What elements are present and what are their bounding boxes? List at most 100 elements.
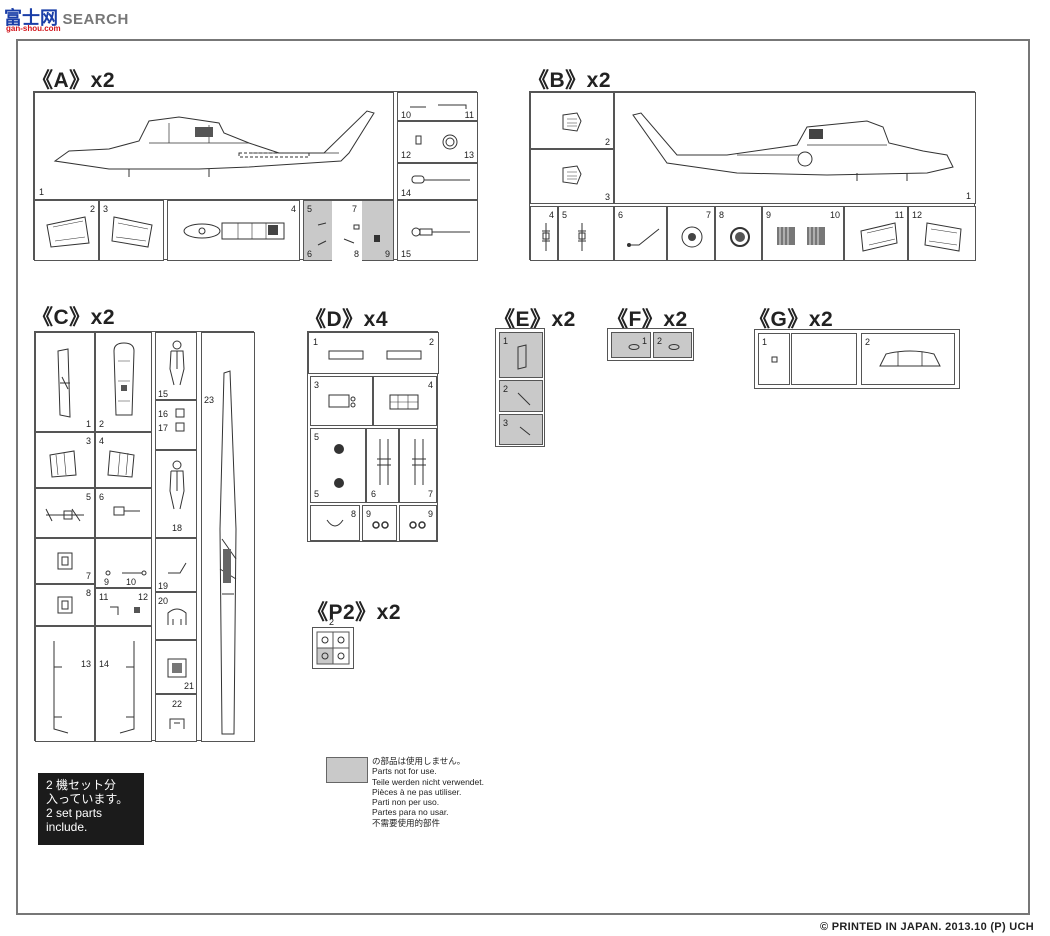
part-number: 14 [99,659,110,669]
part-icon [627,228,660,247]
part-c9-c10-cell: 9 10 [95,538,152,588]
part-number: 8 [354,249,360,259]
part-d4-cell: 4 [373,376,437,426]
legend-line: の部品は使用しません。 [372,756,466,766]
rotor-blade-icon [219,370,237,735]
helicopter-fuselage-left-icon [53,110,375,177]
part-c14-cell: 14 [95,626,152,742]
part-number: 12 [401,150,412,160]
part-number: 5 [314,489,320,499]
part-number: 2 [99,419,105,429]
legend-line: Teile werden nicht verwendet. [372,776,484,787]
part-number: 5 [562,210,568,220]
section-p2-title: 《P2》x2 [307,601,402,624]
part-number: 9 [766,210,772,220]
legend-line: Pièces à ne pas utiliser. [372,786,462,797]
sprue-e: 1 2 3 [495,328,545,447]
part-icon [334,444,344,488]
sprue-a: 1 2 3 4 5 6 7 8 9 10 11 12 13 14 15 [33,91,478,261]
sprue-c: 1 2 3 4 5 6 7 9 10 8 11 12 13 [34,331,255,742]
part-icon [167,608,187,625]
part-c3-cell: 3 [35,432,95,488]
part-number: 6 [307,249,313,259]
part-number: 10 [126,577,137,587]
part-number: 8 [85,588,91,598]
part-a10-a11-cell: 10 11 [397,92,478,121]
part-f1-cell: 1 [611,332,651,358]
sprue-p2 [312,627,354,669]
part-number: 13 [80,659,91,669]
part-icon [517,392,531,406]
canopy-icon [879,350,941,367]
part-number: 1 [641,336,647,346]
part-number: 15 [401,249,412,259]
notice-line: 入っています。 [46,792,129,806]
part-c18-cell: 18 [155,450,197,538]
part-number: 3 [103,204,109,214]
part-a2-cell: 2 [34,200,99,261]
part-icon [45,508,84,522]
part-number: 5 [314,432,320,442]
part-number: 2 [89,204,95,214]
part-number: 2 [329,617,335,627]
sprue-b: 2 3 1 4 5 6 7 8 9 10 [529,91,976,261]
part-number: 11 [99,592,109,602]
part-icon [681,226,703,248]
part-number: 5 [85,492,91,502]
part-icon [517,344,527,370]
part-number: 4 [548,210,554,220]
part-number: 9 [384,249,390,259]
watermark-brand-en: SEARCH [62,11,129,28]
part-number: 11 [464,110,474,120]
section-b-title: 《B》x2 [528,69,612,92]
section-c-title: 《C》x2 [32,306,116,329]
part-d8-cell: 8 [310,505,360,541]
part-icon [542,223,550,251]
part-number: 10 [829,210,840,220]
part-e1-cell: 1 [499,332,543,378]
part-c2-cell: 2 [95,332,152,432]
pilot-figure-icon [169,340,185,386]
part-number: 8 [350,509,356,519]
part-icon [175,408,185,432]
part-icon [562,112,582,132]
part-icon [113,342,135,416]
part-icon [411,227,470,237]
sheet-frame [16,39,1030,915]
part-c5-cell: 5 [35,488,95,538]
part-icon [111,216,153,248]
part-b1-cell: 1 [614,92,976,204]
part-number: 7 [85,571,91,581]
part-icon [412,439,426,485]
part-c13-cell: 13 [35,626,95,742]
part-c21-cell: 21 [155,640,197,694]
sprue-d: 1 2 3 4 5 5 6 7 8 9 9 [307,331,439,542]
white-area [332,201,362,261]
part-c11-c12-cell: 11 12 [95,588,152,626]
part-icon [771,356,778,363]
part-number: 6 [618,210,624,220]
sprue-f: 1 2 [607,328,694,361]
part-number: 2 [865,337,871,347]
part-number: 18 [172,523,183,533]
part-b2-cell: 2 [530,92,614,149]
part-number: 1 [762,337,768,347]
legend-line: Parts not for use. [372,766,437,777]
part-number: 5 [307,204,313,214]
part-number: 2 [657,336,663,346]
part-number: 7 [352,204,358,214]
part-icon [113,506,140,516]
part-c8-cell: 8 [35,584,95,626]
part-number: 12 [137,592,148,602]
section-d-title: 《D》x4 [305,308,389,331]
part-icon [730,227,750,247]
part-c23-cell: 23 [201,332,255,742]
part-b12-cell: 12 [908,206,976,261]
notice-line: 2 機セット分 [46,778,117,792]
part-number: 6 [99,492,105,502]
part-number: 14 [401,188,412,198]
part-b3-cell: 3 [530,149,614,204]
part-icon [777,227,825,245]
part-a1-cell: 1 [34,92,394,200]
watermark-logo: 富士网 SEARCH [4,4,129,30]
